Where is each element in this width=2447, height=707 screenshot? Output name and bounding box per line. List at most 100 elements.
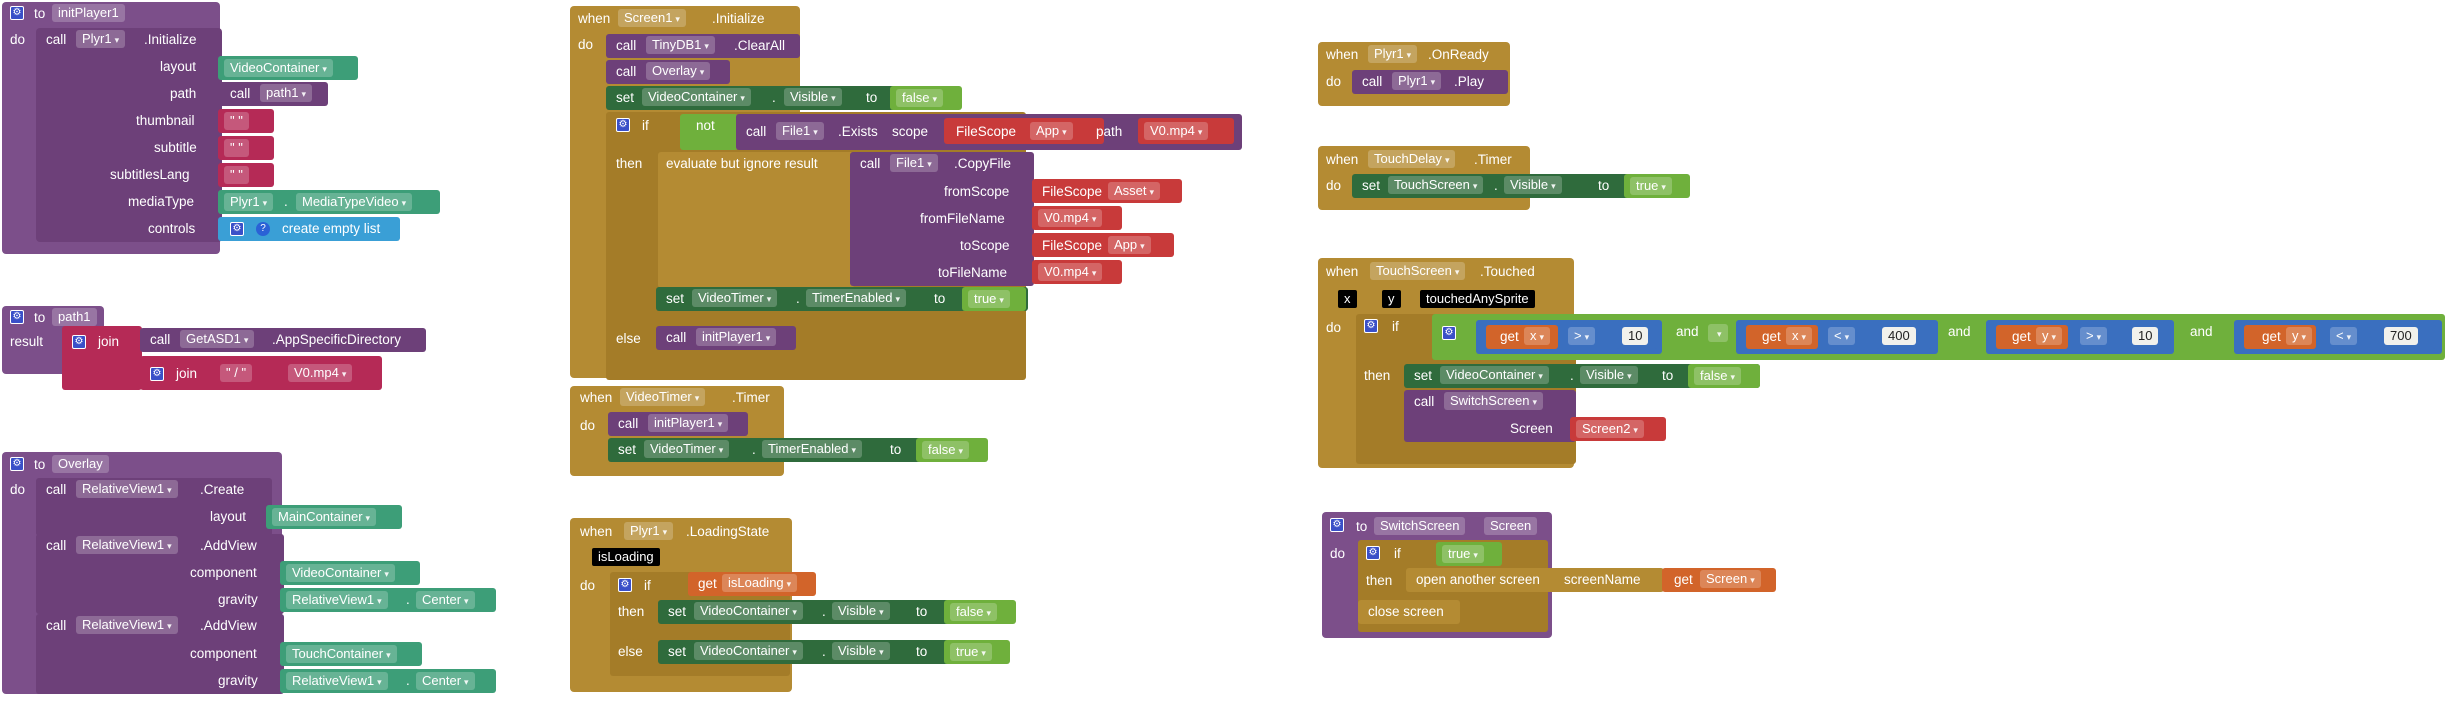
variable-dropdown[interactable]: y▾ [2286,327,2313,345]
overlay-call-block[interactable] [606,60,730,84]
thumbnail-text-block[interactable] [218,109,274,133]
get-block[interactable] [688,572,816,596]
controls-list-block[interactable] [218,217,400,241]
boolean-block[interactable] [962,287,1026,311]
path-value[interactable]: path1▾ [260,84,313,102]
screen-value[interactable]: Screen2▾ [1576,420,1644,438]
init-call-block[interactable] [608,412,748,436]
get-block[interactable] [2244,325,2316,349]
event-param-x[interactable]: x [1338,290,1357,308]
filescope-block[interactable] [944,118,1104,144]
layout-value[interactable]: VideoContainer▾ [224,59,333,77]
gravity-value-block[interactable] [280,669,496,693]
number-value[interactable]: 10 [1622,327,1649,345]
gear-icon[interactable]: ⚙ [618,578,632,592]
copyfile-call-block[interactable] [850,152,1034,286]
component-value-block[interactable] [280,642,422,666]
separator-text[interactable]: " / " [220,364,253,382]
gear-icon[interactable]: ⚙ [1366,546,1380,560]
component-dropdown[interactable]: VideoContainer▾ [1440,366,1549,384]
boolean-block[interactable] [944,600,1016,624]
screen-value-block[interactable] [1570,417,1666,441]
component-value[interactable]: TouchContainer▾ [286,645,397,663]
component-dropdown[interactable]: VideoTimer▾ [644,440,730,458]
component-dropdown[interactable]: VideoTimer▾ [692,289,778,307]
toscope-block[interactable] [1032,233,1174,257]
path-text[interactable]: V0.mp4▾ [1144,122,1209,140]
inner-join-block[interactable] [140,356,382,390]
boolean-false[interactable]: false▾ [1694,367,1741,385]
boolean-true[interactable]: true▾ [1442,545,1484,563]
event-component[interactable]: VideoTimer▾ [620,388,706,406]
boolean-block[interactable] [890,86,962,110]
initplayer1-call-block[interactable] [36,28,222,242]
filescope-value[interactable]: Asset▾ [1108,182,1161,200]
number-value[interactable]: 10 [2132,327,2159,345]
boolean-false[interactable]: false▾ [922,441,969,459]
filename-text[interactable]: V0.mp4▾ [288,364,353,382]
gear-icon[interactable]: ⚙ [230,222,244,236]
component-value[interactable]: VideoContainer▾ [286,564,395,582]
boolean-true[interactable]: true▾ [968,290,1010,308]
procedure-name[interactable]: initPlayer1 [52,4,125,22]
procedure-dropdown[interactable]: SwitchScreen▾ [1444,392,1544,410]
subtitle-text-block[interactable] [218,136,274,160]
component-value-block[interactable] [280,561,420,585]
component-dropdown[interactable]: File1▾ [890,154,938,172]
gear-icon[interactable]: ⚙ [1364,319,1378,333]
property-dropdown[interactable]: Visible▾ [832,642,890,660]
variable-dropdown[interactable]: x▾ [1786,327,1813,345]
property-dropdown[interactable]: Visible▾ [1580,366,1638,384]
get-block[interactable] [1996,325,2068,349]
event-param-touchedanysprite[interactable]: touchedAnySprite [1420,290,1535,308]
procedure-dropdown[interactable]: initPlayer1▾ [696,328,777,346]
path-call-block[interactable] [218,82,328,106]
procedure-param[interactable]: Screen [1484,517,1538,535]
open-screen-block[interactable] [1406,568,1664,592]
layout-value[interactable]: MainContainer▾ [272,508,377,526]
component-dropdown[interactable]: TinyDB1▾ [646,36,715,54]
component-dropdown[interactable]: Plyr1▾ [1392,72,1442,90]
event-component[interactable]: Plyr1▾ [1368,45,1418,63]
event-param-y[interactable]: y [1382,290,1401,308]
boolean-block[interactable] [1688,364,1760,388]
number-value[interactable]: 700 [2384,327,2418,345]
mediatype-component[interactable]: Plyr1▾ [224,193,274,211]
event-component[interactable]: Screen1▾ [618,9,686,27]
filescope-value[interactable]: App▾ [1108,236,1151,254]
boolean-block[interactable] [1436,542,1502,566]
set-visible-block[interactable] [658,600,952,624]
else-call-block[interactable] [656,326,796,350]
help-icon[interactable]: ? [256,222,270,236]
boolean-false[interactable]: false▾ [950,603,997,621]
mediatype-block[interactable] [218,190,440,214]
get-block[interactable] [1746,325,1818,349]
play-call-block[interactable] [1352,70,1508,94]
layout-value-block[interactable] [266,505,402,529]
subtitleslang-text-block[interactable] [218,163,274,187]
gravity-component[interactable]: RelativeView1▾ [286,672,388,690]
mediatype-value[interactable]: MediaTypeVideo▾ [296,193,413,211]
fromscope-block[interactable] [1032,179,1182,203]
boolean-false[interactable]: false▾ [896,89,943,107]
variable-dropdown[interactable]: Screen▾ [1700,570,1761,588]
filescope-value[interactable]: App▾ [1030,122,1073,140]
property-dropdown[interactable]: TimerEnabled▾ [762,440,862,458]
gravity-value[interactable]: Center▾ [416,591,475,609]
number-value[interactable]: 400 [1882,327,1916,345]
event-component[interactable]: TouchScreen▾ [1370,262,1466,280]
component-dropdown[interactable]: GetASD1▾ [180,330,255,348]
property-dropdown[interactable]: Visible▾ [832,602,890,620]
property-dropdown[interactable]: Visible▾ [784,88,842,106]
procedure-name[interactable]: path1 [52,308,97,326]
addview-call-block-1[interactable] [36,534,284,614]
variable-dropdown[interactable]: x▾ [1524,327,1551,345]
property-dropdown[interactable]: Visible▾ [1504,176,1562,194]
path-text-block[interactable] [1138,118,1234,144]
gravity-component[interactable]: RelativeView1▾ [286,591,388,609]
fromfilename-text[interactable]: V0.mp4▾ [1038,209,1103,227]
component-dropdown[interactable]: VideoContainer▾ [642,88,751,106]
gear-icon[interactable]: ⚙ [10,310,24,324]
boolean-block[interactable] [916,438,988,462]
not-block[interactable] [680,114,738,150]
